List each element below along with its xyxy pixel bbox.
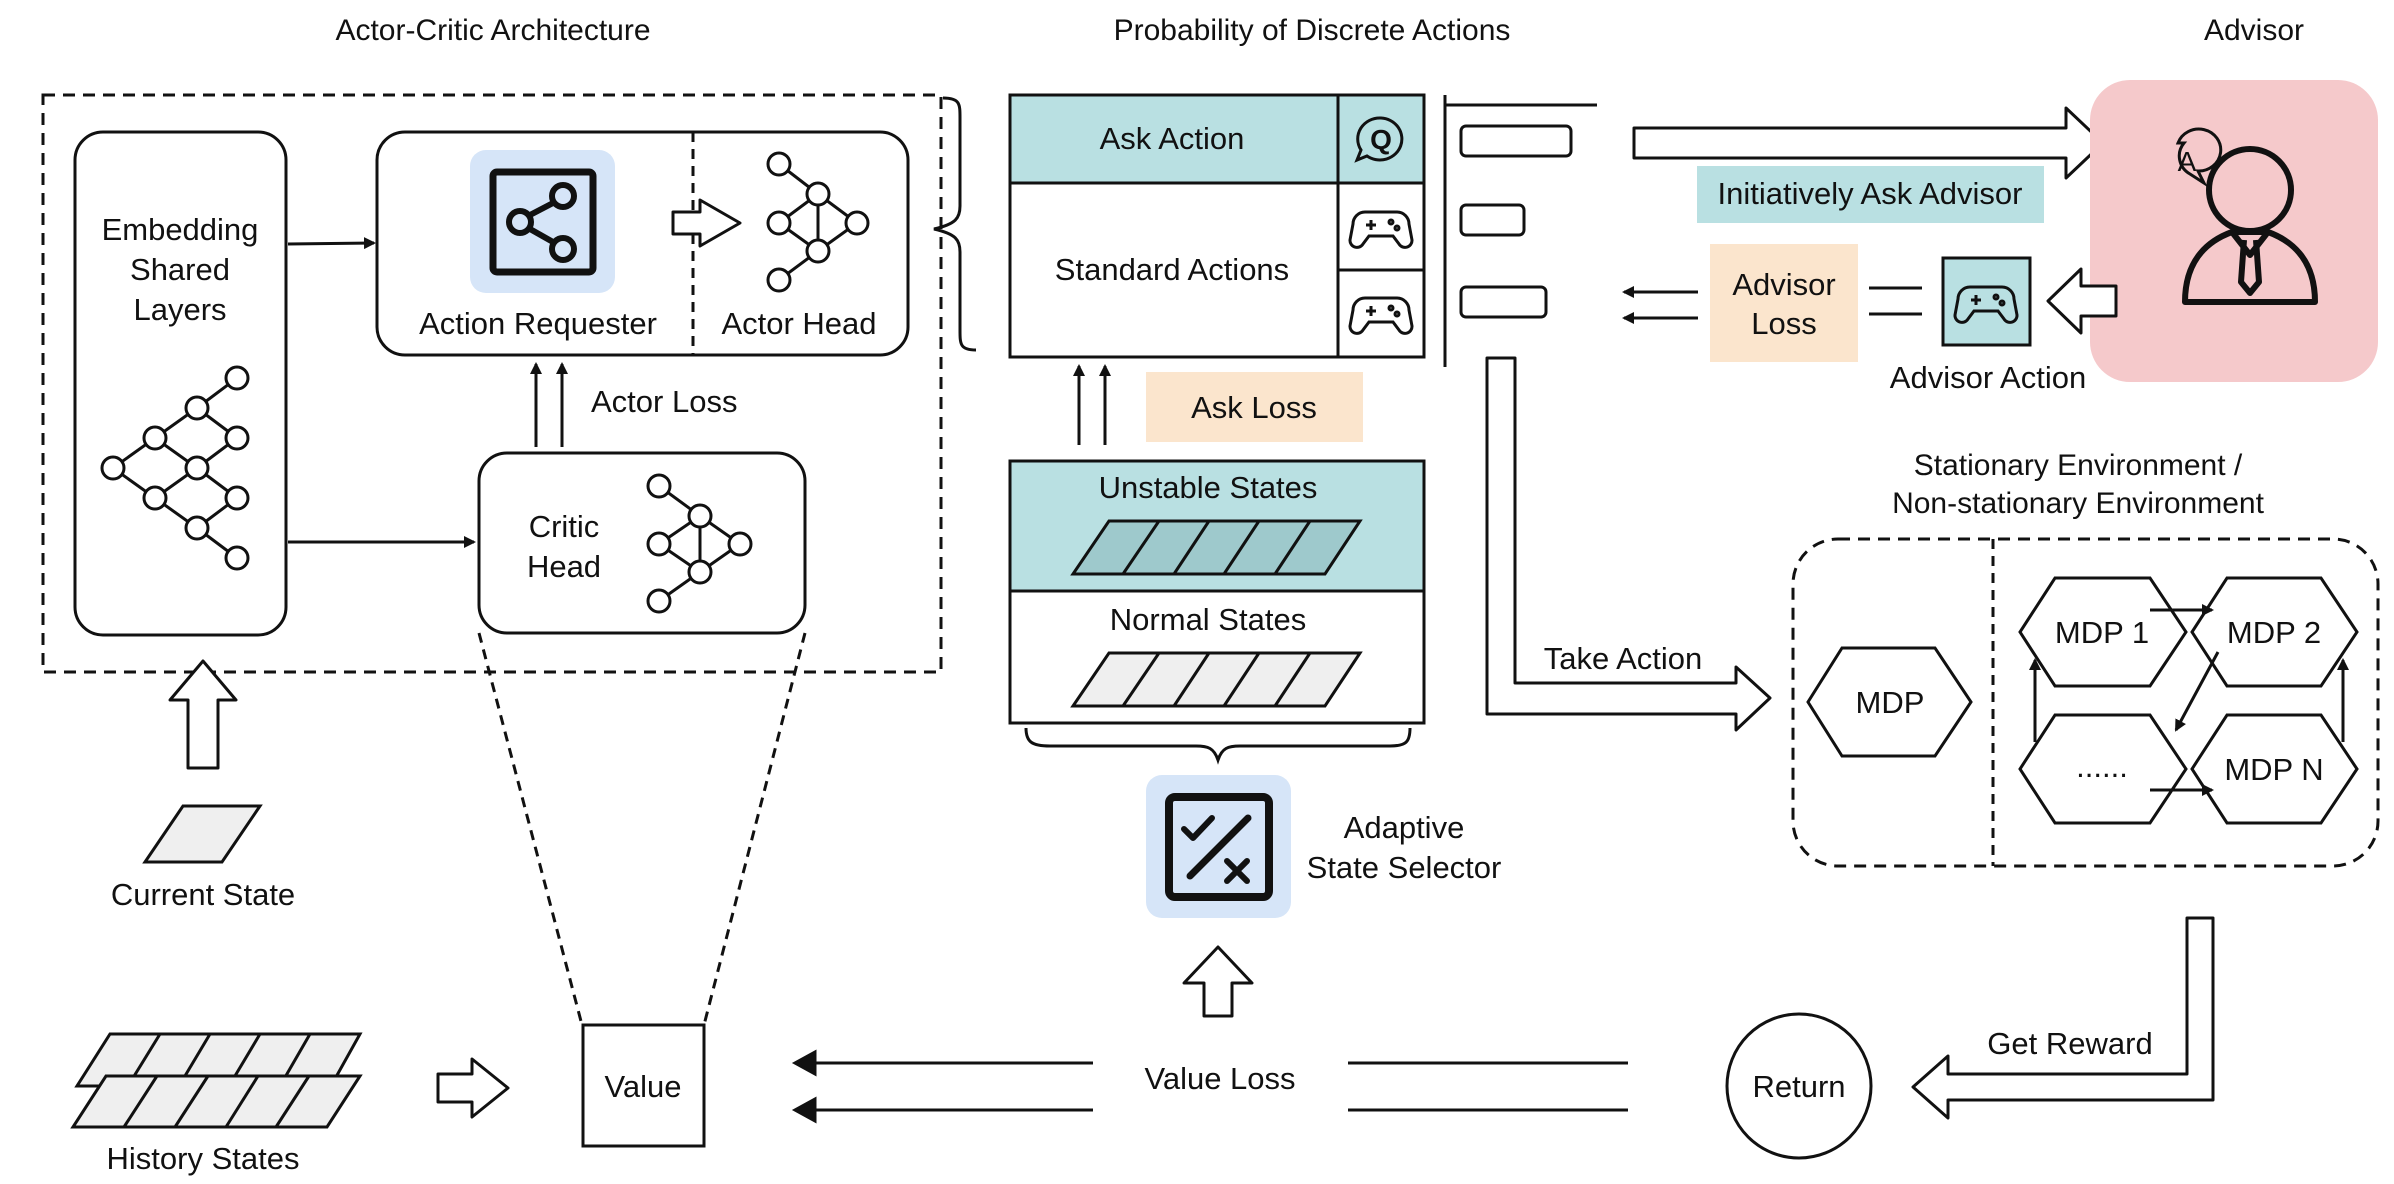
advisor-loss-line1: Advisor [1732, 267, 1835, 302]
return-circle [1725, 1012, 1873, 1160]
mdp-ellipsis-label: ...... [2076, 749, 2128, 784]
share-nodes-icon [489, 168, 597, 276]
advisor-person-icon [2182, 146, 2318, 305]
embedding-to-requester-arrow [287, 237, 376, 250]
advisor-loss-badge [1710, 244, 1858, 362]
prob-bar-ask [1459, 124, 1573, 158]
environment-title-line2: Non-stationary Environment [1892, 487, 2265, 520]
embedding-shared-layers: Embedding Shared Layers [73, 130, 288, 637]
get-reward-label: Get Reward [1987, 1026, 2152, 1061]
actor-loss-label: Actor Loss [591, 384, 737, 419]
requester-to-head-arrow [671, 198, 742, 248]
gamepad-icon [1348, 296, 1414, 335]
action-requester-icon-bg [470, 150, 615, 293]
mdp1-label: MDP 1 [2055, 615, 2149, 650]
question-bubble-icon: Q [1354, 116, 1404, 163]
current-state-shape [142, 804, 263, 864]
action-table: Ask Action Standard Actions Q [1008, 93, 1426, 359]
prob-bar-standard-2 [1459, 285, 1548, 319]
selector-label-line1: Adaptive [1344, 810, 1465, 845]
ask-action-row [1008, 93, 1426, 185]
current-state-label: Current State [111, 877, 295, 912]
critic-head-box: Critic Head [477, 451, 807, 635]
mdp-hexagon [1806, 646, 1973, 758]
embedding-label-line3: Layers [133, 292, 226, 327]
ask-loss-label: Ask Loss [1191, 390, 1317, 425]
advisor-title: Advisor [2204, 14, 2304, 47]
equivalence-lines [1869, 286, 1922, 316]
environment-dashed-frame [1791, 537, 2380, 868]
normal-states-strip [1070, 651, 1363, 708]
normal-states-label: Normal States [1110, 602, 1306, 637]
advisor-to-action-arrow [2046, 267, 2118, 335]
environment-title-line1: Stationary Environment / [1914, 449, 2243, 482]
value-loss-label: Value Loss [1144, 1061, 1295, 1096]
mdpn-hexagon [2190, 713, 2359, 825]
ask-loss-badge [1146, 372, 1363, 442]
take-action-arrow [1485, 356, 1772, 732]
initiatively-ask-label: Initiatively Ask Advisor [1718, 176, 2023, 211]
critic-label-line1: Critic [529, 509, 600, 544]
actor-critic-dashed-frame [41, 93, 943, 674]
return-label: Return [1752, 1069, 1845, 1104]
actor-box: Action Requester Actor Head [375, 130, 910, 357]
actor-head-label: Actor Head [721, 306, 876, 341]
current-state-to-embedding-arrow [168, 659, 238, 770]
critic-network-icon [646, 473, 753, 614]
value-loss-to-selector-arrow [1182, 945, 1254, 1018]
standard-actions-label: Standard Actions [1055, 252, 1289, 287]
unstable-states-label: Unstable States [1099, 470, 1318, 505]
actor-critic-title: Actor-Critic Architecture [335, 14, 650, 47]
states-block: Unstable States Normal States [1008, 459, 1426, 725]
svg-text:A: A [2178, 146, 2197, 177]
advisor-action-label: Advisor Action [1890, 360, 2086, 395]
advisor-loss-arrows [1622, 286, 1698, 324]
unstable-states-strip [1070, 519, 1363, 576]
take-action-label: Take Action [1544, 641, 1703, 676]
actor-loss-arrows [530, 362, 568, 447]
advisor-loss-line2: Loss [1751, 306, 1816, 341]
prob-bar-standard-1 [1459, 203, 1526, 237]
selector-label-line2: State Selector [1307, 850, 1502, 885]
ask-action-label: Ask Action [1100, 121, 1245, 156]
advisor-speech-bubble-icon: A [2175, 127, 2223, 188]
probability-bars [1443, 95, 1597, 367]
value-box [581, 1023, 706, 1148]
actor-output-brace [933, 96, 977, 352]
value-label: Value [605, 1069, 682, 1104]
history-to-value-arrow [436, 1057, 510, 1119]
mdp2-label: MDP 2 [2227, 615, 2321, 650]
action-requester-label: Action Requester [419, 306, 657, 341]
mdp-ellipsis-hexagon [2018, 713, 2188, 825]
embedding-label-line1: Embedding [102, 212, 259, 247]
percent-check-icon [1165, 793, 1273, 901]
get-reward-arrow [1911, 916, 2215, 1120]
value-loss-arrows [791, 1049, 1628, 1124]
history-states-label: History States [107, 1141, 300, 1176]
gamepad-icon [1348, 210, 1414, 249]
critic-projection-right [702, 632, 807, 1026]
critic-projection-left [477, 632, 584, 1026]
embedding-label-line2: Shared [130, 252, 230, 287]
mdp-label: MDP [1856, 685, 1925, 720]
actor-head-network-icon [766, 151, 870, 293]
mdp2-hexagon [2190, 576, 2359, 688]
gamepad-icon [1953, 285, 2019, 324]
states-brace [1024, 727, 1412, 765]
ask-loss-arrows [1073, 364, 1111, 445]
prob-actions-title: Probability of Discrete Actions [1114, 14, 1511, 47]
neural-network-icon [100, 365, 250, 571]
mdp1-hexagon [2018, 576, 2188, 688]
initiatively-ask-badge [1697, 166, 2044, 223]
svg-text:Q: Q [1370, 124, 1392, 155]
ask-advisor-arrow [1632, 106, 2105, 180]
critic-label-line2: Head [527, 549, 601, 584]
history-states-stack [70, 1032, 363, 1129]
mdp-transition-arrows [2029, 604, 2349, 796]
mdpn-label: MDP N [2224, 752, 2323, 787]
